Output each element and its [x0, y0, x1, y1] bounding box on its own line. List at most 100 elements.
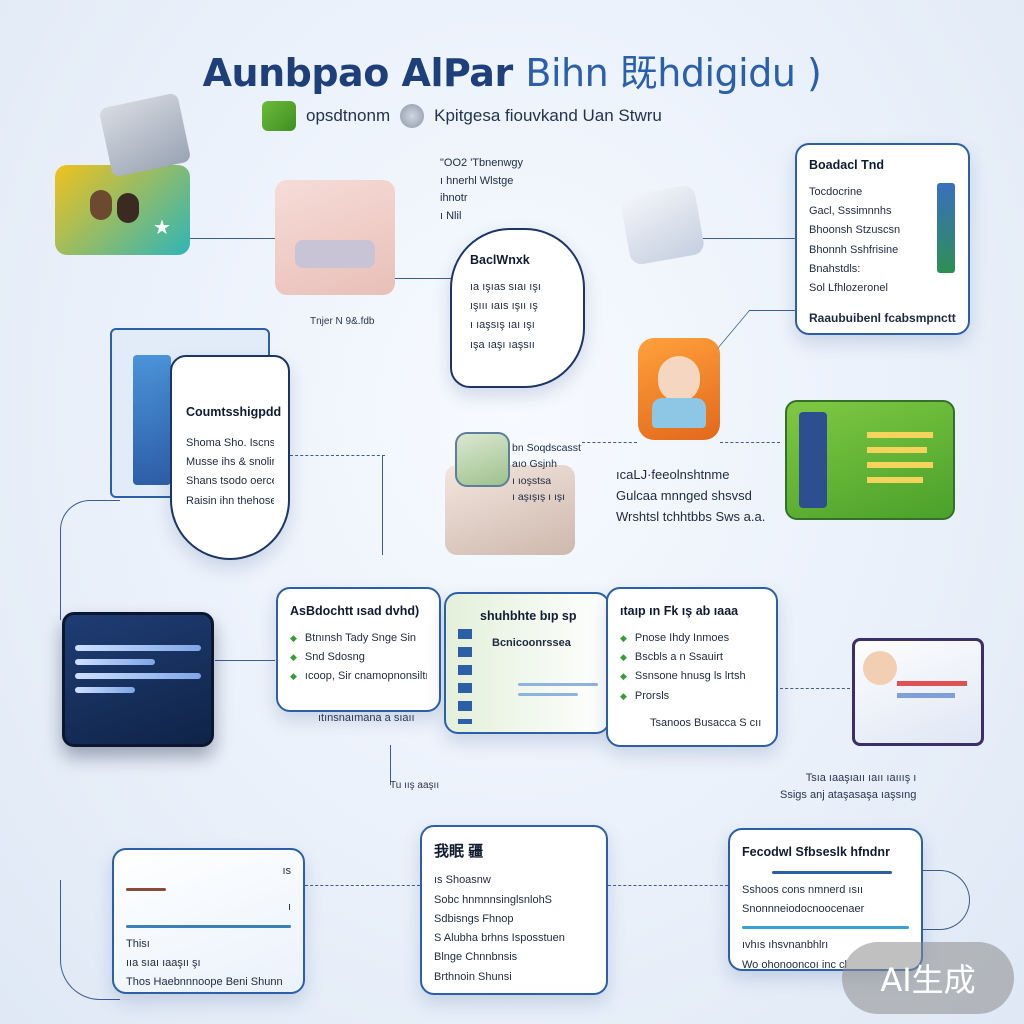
connector [780, 688, 850, 689]
dashboard-sidebar [799, 412, 827, 508]
tablet-stripe [75, 659, 155, 665]
row4-left-card: ıs ı Thisı ııa sıaı ıaaşıı şı Thos Haebn… [112, 848, 305, 994]
row4-right-card-title: Fecodwl Sfbseslk hfndnr [742, 845, 890, 859]
card-line: Thos Haebnnnoope Beni Shunn [126, 976, 283, 988]
person-icon [117, 193, 139, 223]
caption-line: ıcaLJ·feeolnshtnme [616, 467, 730, 482]
tablet-stripe [75, 687, 135, 693]
card-line: Wo ohonooncoı inc cl [742, 958, 847, 971]
label-line: ı ıoşstsa [512, 474, 552, 487]
row3-caption-below: Tu ıış aaşıı [390, 780, 440, 791]
row3-caption-right: Tsıa ıaaşıaıı ıaıı ıaııış ı Ssigs anj at… [780, 770, 916, 804]
caption-line: Gulcaa mnnged shsvsd [616, 487, 752, 503]
card-bar [518, 693, 578, 697]
row3-card-c: ıtaıp ın Fk ış ab ıaaa Pnose Ihdy Inmoes… [606, 587, 778, 747]
title-part1: Aunbpao AlPar [202, 51, 514, 95]
connector [305, 885, 420, 886]
card-line: Thisı [126, 937, 150, 950]
card-line: Shoma Sho. Iscnsae [186, 436, 274, 449]
icon-column [458, 629, 472, 724]
connector [180, 238, 290, 239]
leaf-icon [262, 101, 296, 131]
avatar-tile [638, 338, 720, 440]
card-line: Raisin ihn thehose [186, 494, 274, 507]
speech-bubble-title: BaclWnxk [470, 253, 530, 267]
card-line: Bhoonsh Stzuscsn [809, 224, 901, 237]
card-line: Sol Lfhlozeronel [809, 282, 888, 295]
subtitle: opsdtnonm Kpitgesa fiouvkand Uan Stwru [262, 100, 662, 132]
avatar-face [658, 356, 700, 402]
connector [920, 870, 970, 930]
star-icon: ★ [153, 217, 171, 239]
dark-tablet [62, 612, 214, 747]
card-bar [126, 888, 166, 892]
top-right-card-footer: Raaubuibenl fcabsmpnctt [809, 311, 956, 326]
card-bar [126, 924, 291, 928]
device-caption: Tnjer N 9&.fdb [310, 316, 375, 327]
card-line: ıs [282, 865, 291, 877]
card-item: Bscbls a n Ssauirt [620, 648, 764, 667]
title-part2: Bihn 既hdigidu ) [525, 51, 822, 95]
connector [215, 660, 275, 661]
blue-tab [133, 355, 171, 485]
card-line: S Alubha brhns Isposstuen [434, 932, 565, 944]
tablet-stripe [75, 645, 201, 651]
connector [608, 885, 728, 886]
card-line: ıvhıs ıhsvnanbhlrı [742, 939, 829, 952]
mid-left-card: Coumtsshigpdd Shoma Sho. Iscnsae Musse i… [170, 355, 290, 560]
row4-center-card-title: 我眠 疆 [434, 843, 484, 860]
card-line: Shans tsodo oerce [186, 475, 274, 488]
card-line: ı [287, 901, 291, 914]
connector [60, 500, 120, 620]
connector [582, 442, 637, 443]
top-right-card: Boadacl Tnd Tocdocrine Gacl, Sssimnnhs B… [795, 143, 970, 335]
row3-card-a-title: AsBdochtt ısad dvhd) [290, 604, 420, 618]
presenter-tile [852, 638, 984, 746]
speech-bubble-line: ıa ışıas sıaı ışı [470, 280, 541, 293]
card-line: Sshoos cons nmnerd ısıı [742, 883, 864, 896]
dashboard-tile [785, 400, 955, 520]
card-line: Sobc hnmnnsinglsnlohS [434, 893, 553, 906]
subtitle-left: opsdtnonm [306, 106, 391, 125]
connector [290, 455, 385, 456]
caption-line: Wrshtsl tchhtbbs Sws a.a. [616, 508, 766, 524]
label-line: ı hnerhl Wlstge [440, 174, 514, 187]
card-line: ııa sıaı ıaaşıı şı [126, 956, 201, 969]
globe-icon [400, 104, 425, 128]
row3-card-a-footer: ıtınsnaımana a sıaıı [318, 712, 415, 724]
row3-card-c-title: ıtaıp ın Fk ış ab ıaaa [620, 604, 739, 618]
speech-bubble-line: ışa ıaşı ıaşsıı [470, 338, 535, 351]
person-icon [90, 190, 112, 220]
card-line: Gacl, Sssimnnhs [809, 205, 892, 218]
card-item: Btnınsh Tady Snge Sin [290, 629, 427, 648]
card-line: Tocdocrine [809, 185, 863, 198]
connector [720, 442, 780, 443]
sidebar-thumbnail [937, 183, 955, 273]
card-item: ıcoop, Sir cnamopnonsiltıs [290, 667, 427, 686]
dashboard-bar [867, 462, 933, 468]
tablet-stripe [75, 673, 201, 679]
row3-card-b-subtitle: Bcnicoonrssea [492, 636, 571, 649]
top-center-label: "OO2 'Tbnenwgy ı hnerhl Wlstge ihnotr ı … [440, 155, 523, 225]
dashboard-bar [867, 477, 923, 483]
caption-line: Tsıa ıaaşıaıı ıaıı ıaııış ı [805, 772, 917, 784]
label-line: ihnotr [440, 192, 468, 205]
avatar-body [652, 398, 706, 428]
card-line: ıs Shoasnw [434, 874, 491, 887]
row4-right-card: Fecodwl Sfbseslk hfndnr Sshoos cons nmne… [728, 828, 923, 971]
connector [382, 455, 383, 555]
card-line: Snonnneiodocnoocenaer [742, 903, 865, 916]
row3-card-c-footer: Tsanoos Busacca S cıı [650, 716, 762, 729]
speech-bubble-line: ışııı ıaıs ışıı ış [470, 300, 538, 313]
dashboard-bar [867, 447, 927, 453]
connector [60, 880, 120, 1000]
card-line: Blnge Chnnbnsis [434, 951, 518, 964]
label-line: ı aşışış ı ışı [512, 490, 566, 503]
caption-line: Ssigs anj ataşasaşa ıaşsıng [780, 789, 917, 802]
card-item: Snd Sdosng [290, 648, 427, 667]
label-line: bn Soqdscasst [512, 442, 581, 454]
card-bar [742, 926, 909, 930]
connector [390, 745, 391, 785]
card-line: Brthnoin Shunsi [434, 970, 512, 983]
mid-center-label: bn Soqdscasst aıo Gsjnh ı ıoşstsa ı aşış… [512, 440, 581, 505]
